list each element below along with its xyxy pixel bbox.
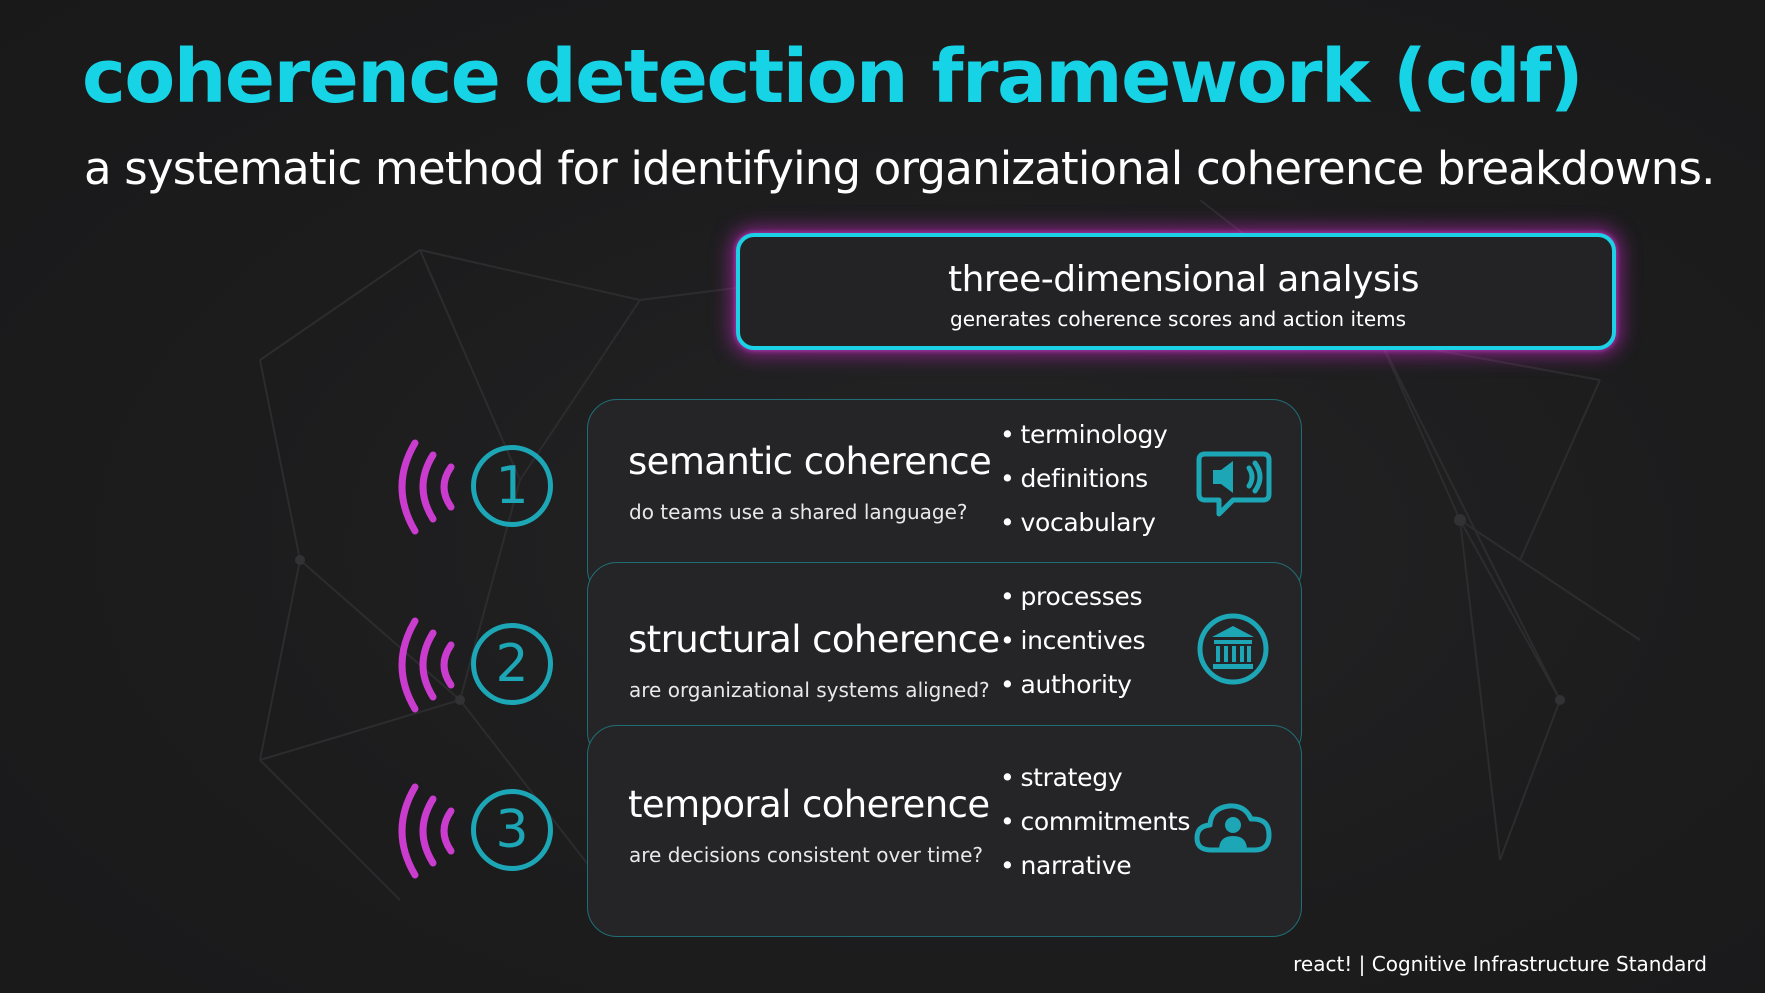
page-title: coherence detection framework (cdf) — [82, 34, 1584, 120]
card-bullet-list: •terminology •definitions •vocabulary — [1000, 413, 1168, 545]
bullet-glyph: • — [1000, 670, 1015, 699]
bullet-text: commitments — [1020, 807, 1191, 836]
bullet-glyph: • — [1000, 508, 1015, 537]
card-title: structural coherence — [628, 618, 1000, 661]
list-item: •narrative — [1000, 844, 1190, 888]
page-subtitle: a systematic method for identifying orga… — [84, 142, 1715, 195]
bullet-text: definitions — [1020, 464, 1148, 493]
bullet-glyph: • — [1000, 582, 1015, 611]
signal-waves-icon — [398, 617, 455, 713]
list-item: •definitions — [1000, 457, 1168, 501]
step-marker-2: 2 — [395, 613, 565, 723]
bullet-text: processes — [1020, 582, 1143, 611]
bullet-glyph: • — [1000, 807, 1015, 836]
speaker-speech-bubble-icon — [1196, 451, 1272, 517]
card-bullet-list: •strategy •commitments •narrative — [1000, 756, 1190, 888]
card-bullet-list: •processes •incentives •authority — [1000, 575, 1145, 707]
summary-subtitle: generates coherence scores and action it… — [950, 307, 1407, 331]
summary-box: three-dimensional analysis generates coh… — [736, 233, 1616, 350]
bullet-glyph: • — [1000, 420, 1015, 449]
bullet-glyph: • — [1000, 763, 1015, 792]
bullet-text: vocabulary — [1020, 508, 1156, 537]
step-number-2: 2 — [471, 623, 553, 705]
summary-title: three-dimensional analysis — [948, 259, 1419, 300]
bullet-glyph: • — [1000, 851, 1015, 880]
step-number-1: 1 — [471, 445, 553, 527]
list-item: •strategy — [1000, 756, 1190, 800]
list-item: •terminology — [1000, 413, 1168, 457]
bullet-text: strategy — [1020, 763, 1123, 792]
footer-credit: react! | Cognitive Infrastructure Standa… — [1293, 952, 1707, 976]
signal-waves-icon — [398, 439, 455, 535]
cloud-user-icon — [1194, 803, 1272, 853]
card-title: temporal coherence — [628, 783, 990, 826]
bullet-text: narrative — [1020, 851, 1132, 880]
card-question: are organizational systems aligned? — [629, 678, 990, 702]
step-marker-3: 3 — [395, 779, 565, 889]
card-title: semantic coherence — [628, 440, 992, 483]
dimension-card-temporal: temporal coherence are decisions consist… — [587, 725, 1302, 937]
list-item: •commitments — [1000, 800, 1190, 844]
card-question: are decisions consistent over time? — [629, 843, 984, 867]
signal-waves-icon — [398, 783, 455, 879]
list-item: •authority — [1000, 663, 1145, 707]
bullet-glyph: • — [1000, 464, 1015, 493]
list-item: •processes — [1000, 575, 1145, 619]
list-item: •vocabulary — [1000, 501, 1168, 545]
bullet-glyph: • — [1000, 626, 1015, 655]
bullet-text: terminology — [1020, 420, 1168, 449]
bullet-text: authority — [1020, 670, 1132, 699]
step-number-3: 3 — [471, 789, 553, 871]
institution-building-icon — [1197, 613, 1269, 685]
list-item: •incentives — [1000, 619, 1145, 663]
step-marker-1: 1 — [395, 435, 565, 545]
card-question: do teams use a shared language? — [629, 500, 968, 524]
bullet-text: incentives — [1020, 626, 1146, 655]
